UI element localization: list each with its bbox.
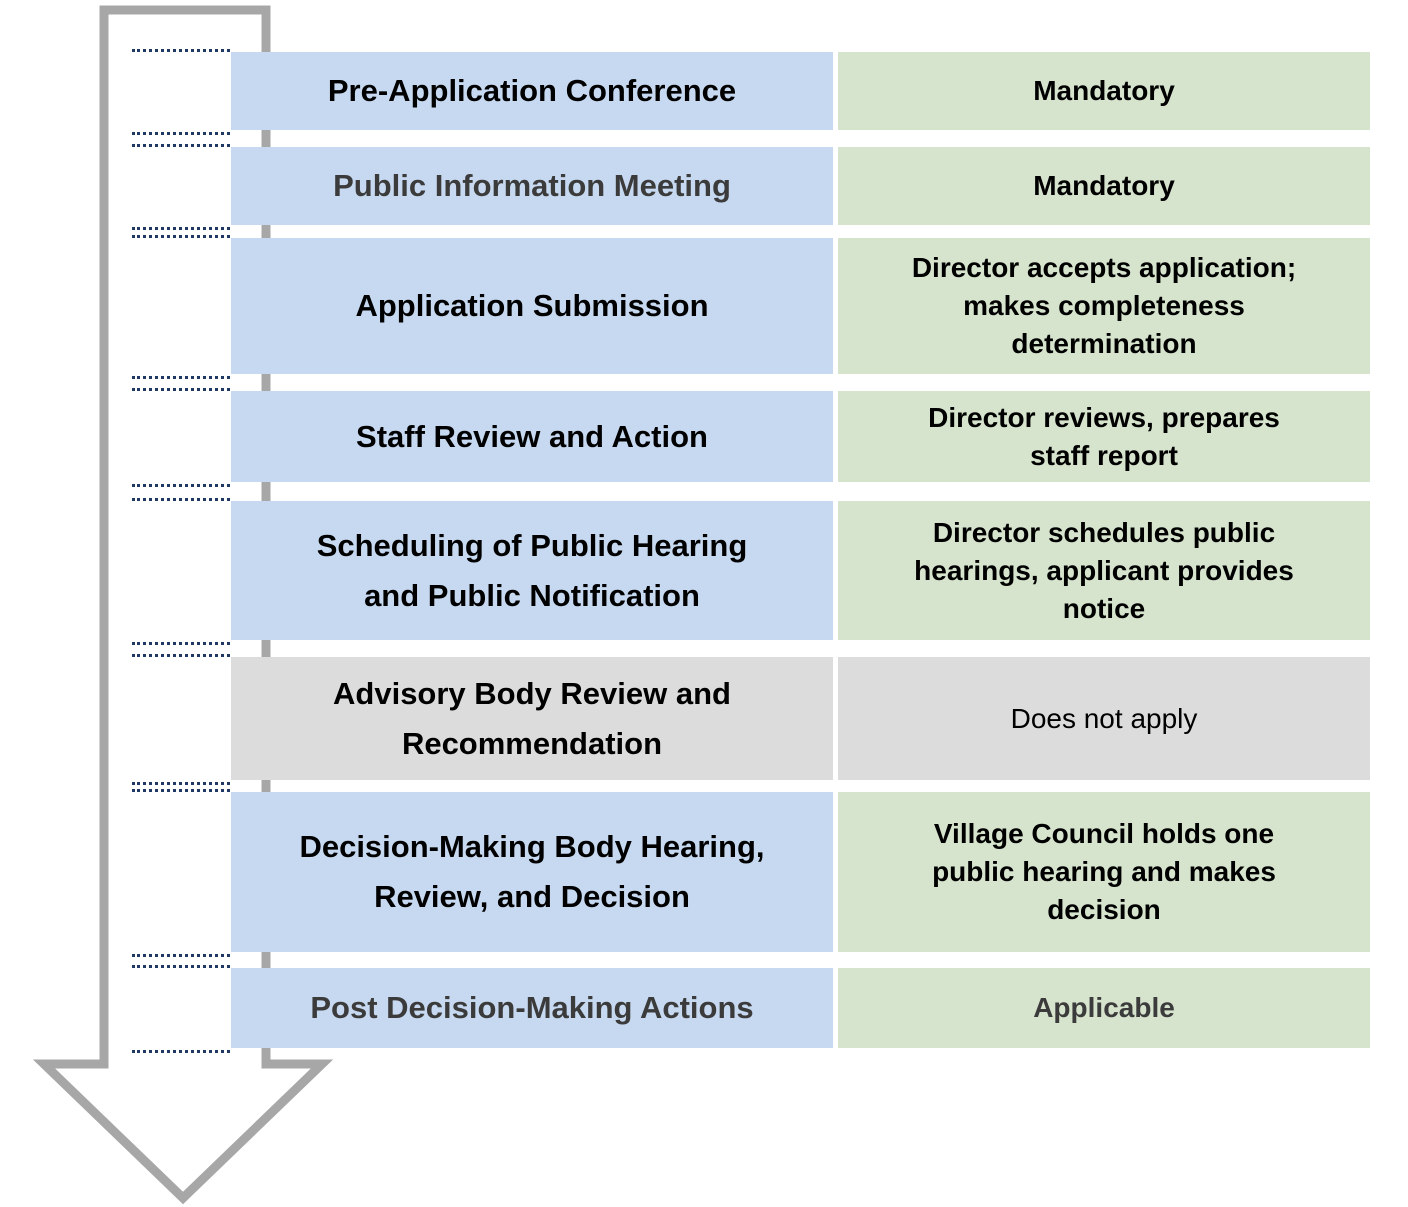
process-row: Post Decision-Making Actions Applicable bbox=[132, 965, 1370, 1053]
step-action-box: Village Council holds one public hearing… bbox=[838, 792, 1370, 952]
dotted-leader-top bbox=[132, 144, 230, 147]
dotted-leader-bottom bbox=[132, 484, 230, 487]
process-row: Decision-Making Body Hearing, Review, an… bbox=[132, 789, 1370, 957]
step-action-label: Director accepts application; makes comp… bbox=[911, 252, 1297, 359]
process-row: Scheduling of Public Hearing and Public … bbox=[132, 498, 1370, 645]
step-label-box: Public Information Meeting bbox=[231, 147, 833, 225]
dotted-leader-bottom bbox=[132, 642, 230, 645]
dotted-leader-top bbox=[132, 789, 230, 792]
process-row: Advisory Body Review and Recommendation D… bbox=[132, 654, 1370, 785]
step-action-label: Applicable bbox=[1033, 992, 1175, 1023]
dotted-leader-top bbox=[132, 388, 230, 391]
dotted-leader-top bbox=[132, 49, 230, 52]
step-action-box: Applicable bbox=[838, 968, 1370, 1048]
process-row: Public Information Meeting Mandatory bbox=[132, 144, 1370, 230]
step-action-box: Director accepts application; makes comp… bbox=[838, 238, 1370, 374]
dotted-leader-bottom bbox=[132, 954, 230, 957]
step-label: Public Information Meeting bbox=[333, 168, 731, 203]
dotted-leader-top bbox=[132, 965, 230, 968]
step-label-box: Application Submission bbox=[231, 238, 833, 374]
dotted-leader-bottom bbox=[132, 376, 230, 379]
step-action-box: Mandatory bbox=[838, 147, 1370, 225]
step-action-label: Mandatory bbox=[1033, 170, 1175, 201]
dotted-leader-bottom bbox=[132, 1050, 230, 1053]
step-label: Decision-Making Body Hearing, Review, an… bbox=[299, 829, 765, 914]
dotted-leader-top bbox=[132, 498, 230, 501]
step-label-box: Post Decision-Making Actions bbox=[231, 968, 833, 1048]
process-row: Pre-Application Conference Mandatory bbox=[132, 49, 1370, 135]
step-action-label: Village Council holds one public hearing… bbox=[932, 818, 1276, 925]
step-label: Pre-Application Conference bbox=[327, 73, 737, 108]
process-row: Application Submission Director accepts a… bbox=[132, 235, 1370, 379]
step-action-box: Director schedules public hearings, appl… bbox=[838, 501, 1370, 640]
dotted-leader-top bbox=[132, 235, 230, 238]
dotted-leader-bottom bbox=[132, 782, 230, 785]
step-action-label: Director schedules public hearings, appl… bbox=[914, 516, 1294, 624]
step-label-box: Staff Review and Action bbox=[231, 391, 833, 482]
step-action-box: Mandatory bbox=[838, 52, 1370, 130]
step-action-label: Does not apply bbox=[1010, 702, 1198, 734]
step-label-box: Scheduling of Public Hearing and Public … bbox=[231, 501, 833, 640]
step-label-box: Advisory Body Review and Recommendation bbox=[231, 657, 833, 780]
dotted-leader-top bbox=[132, 654, 230, 657]
process-row: Staff Review and Action Director reviews,… bbox=[132, 388, 1370, 487]
step-label-box: Pre-Application Conference bbox=[231, 52, 833, 130]
step-label-box: Decision-Making Body Hearing, Review, an… bbox=[231, 792, 833, 952]
dotted-leader-bottom bbox=[132, 227, 230, 230]
step-action-box: Director reviews, prepares staff report bbox=[838, 391, 1370, 482]
step-label: Application Submission bbox=[355, 288, 709, 323]
step-action-box: Does not apply bbox=[838, 657, 1370, 780]
step-label: Scheduling of Public Hearing and Public … bbox=[316, 527, 748, 613]
dotted-leader-bottom bbox=[132, 132, 230, 135]
step-action-label: Director reviews, prepares staff report bbox=[928, 401, 1280, 471]
step-label: Advisory Body Review and Recommendation bbox=[333, 675, 731, 761]
step-label: Staff Review and Action bbox=[356, 418, 708, 454]
step-action-label: Mandatory bbox=[1033, 75, 1175, 106]
step-label: Post Decision-Making Actions bbox=[310, 990, 754, 1025]
